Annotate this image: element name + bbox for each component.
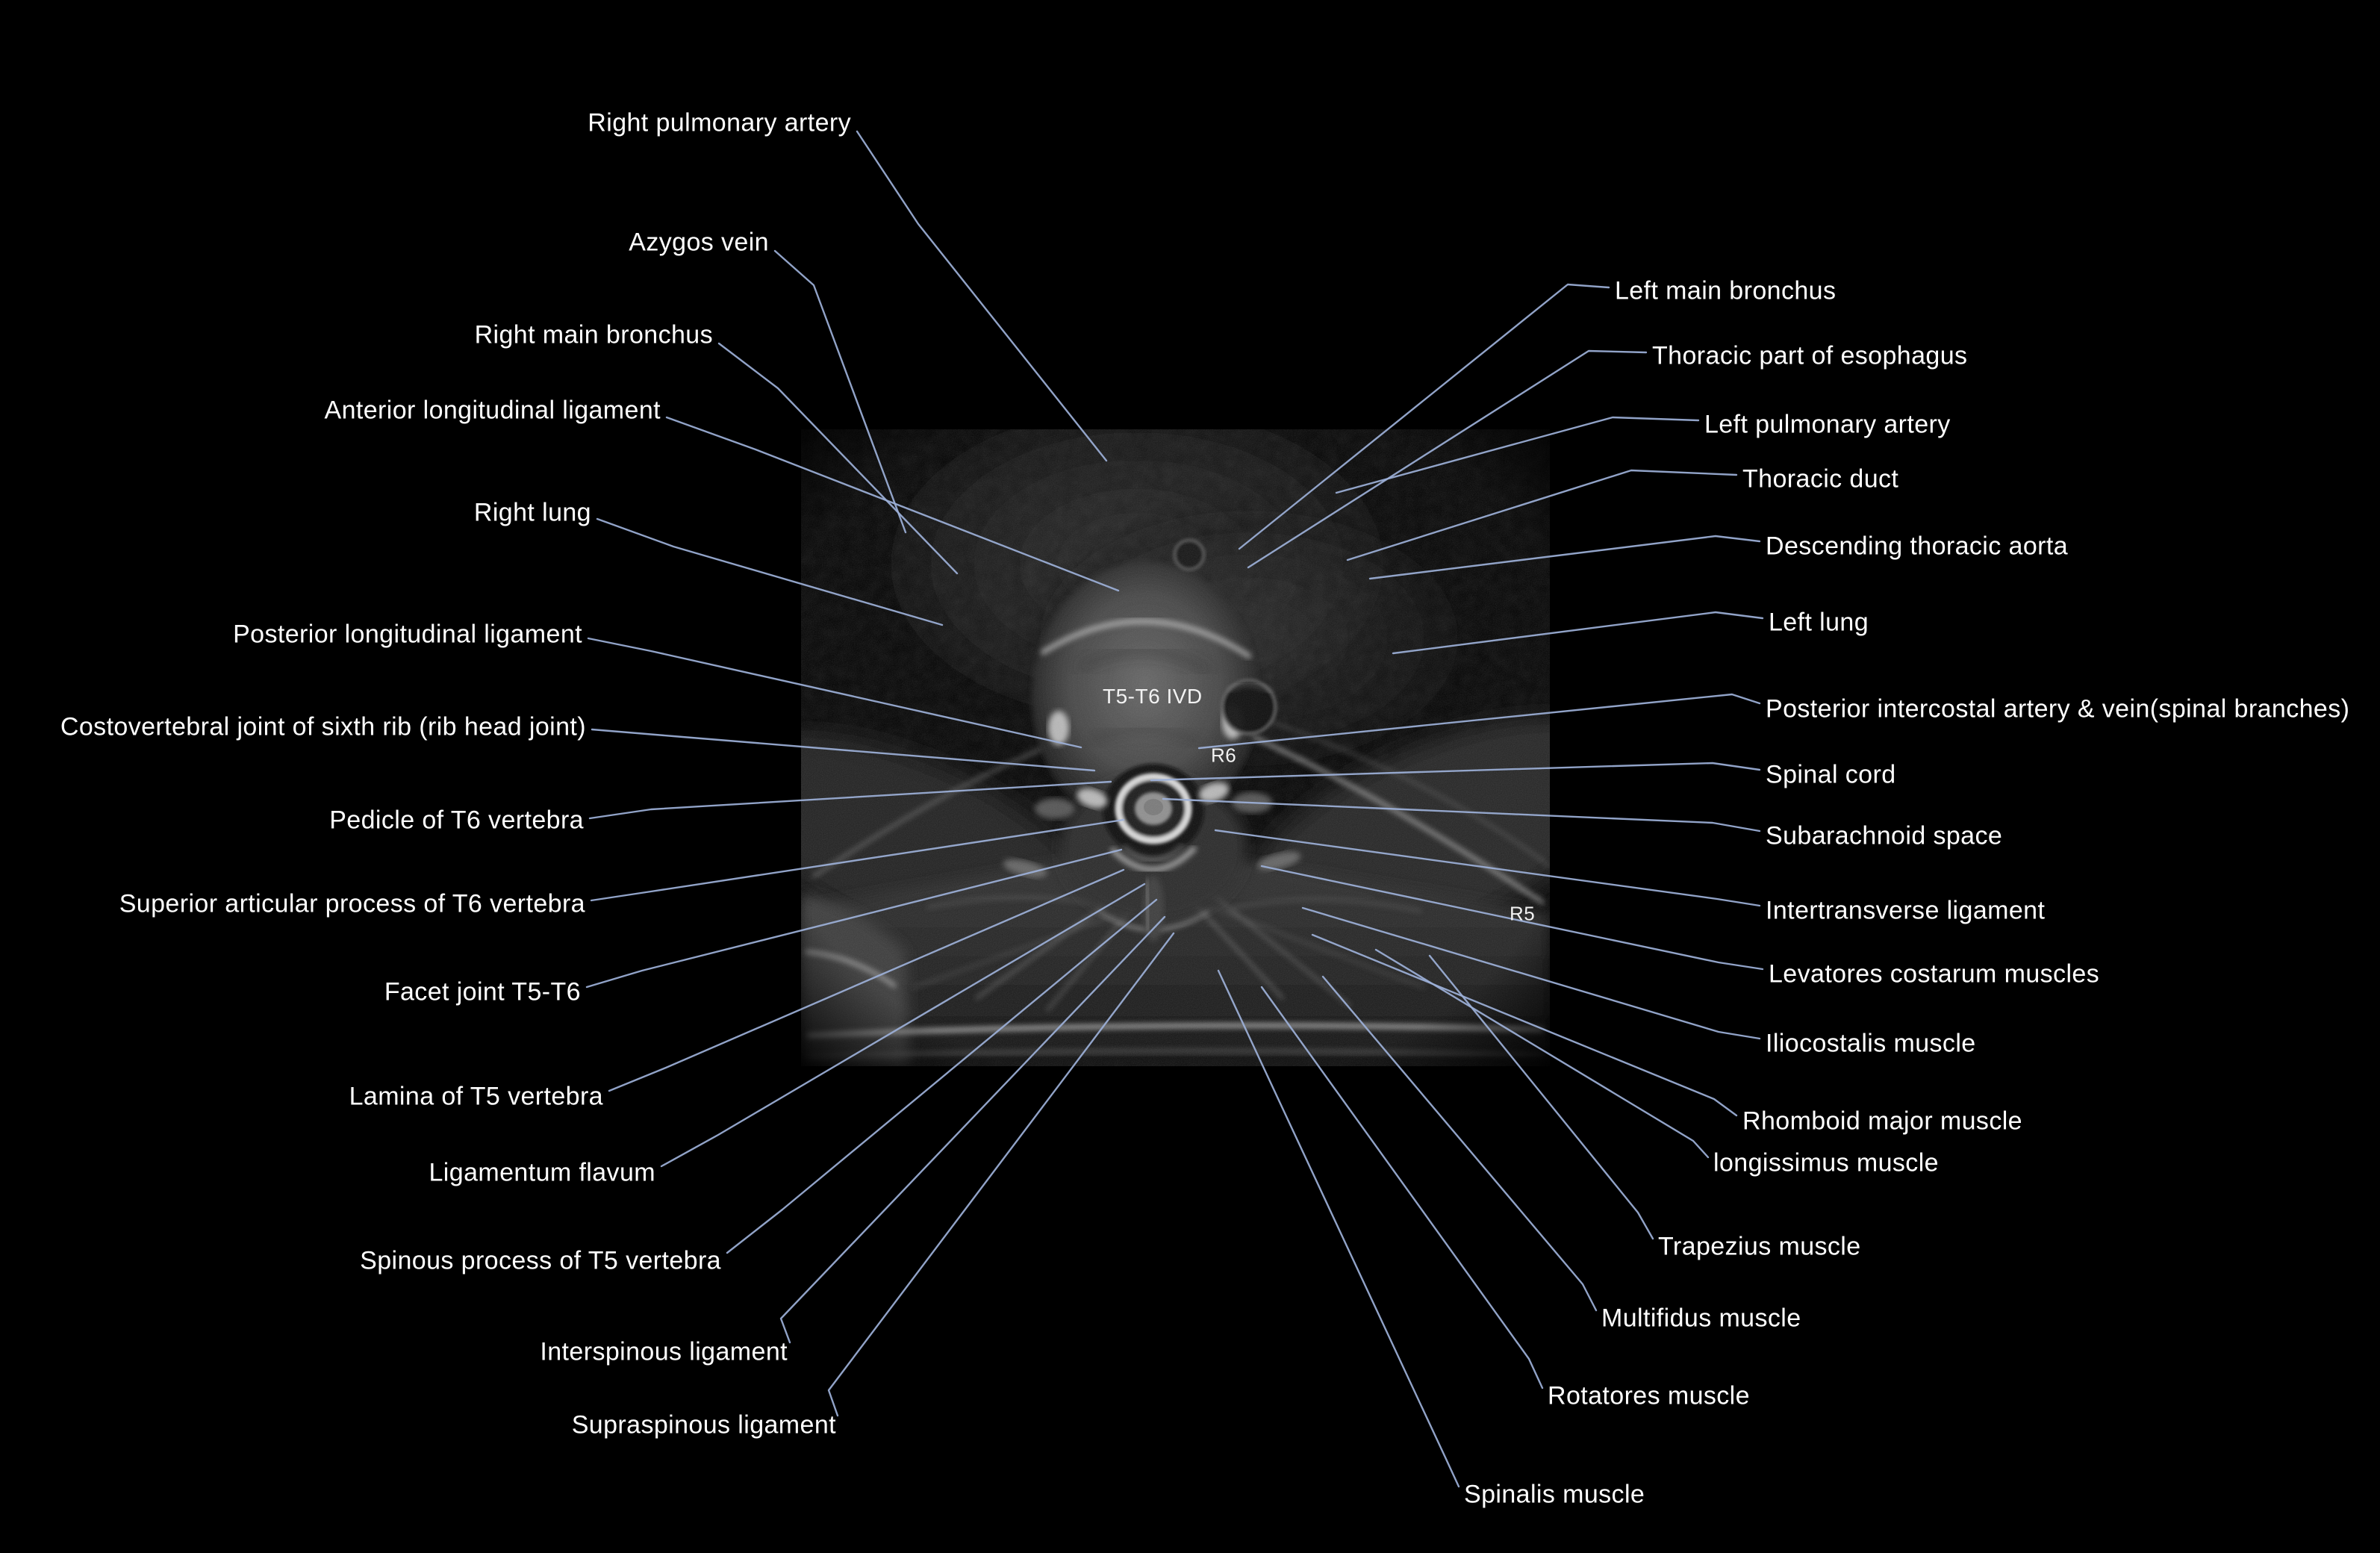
anatomy-label-iliocostalis-muscle: Iliocostalis muscle <box>1766 1029 1976 1058</box>
anatomy-label-intertransverse-ligament: Intertransverse ligament <box>1766 896 2046 925</box>
anatomy-label-rotatores-muscle: Rotatores muscle <box>1548 1381 1750 1410</box>
anatomy-label-left-main-bronchus: Left main bronchus <box>1615 276 1837 305</box>
anatomy-label-left-lung: Left lung <box>1769 608 1869 637</box>
anatomy-label-spinous-process-of-t5-vertebra: Spinous process of T5 vertebra <box>360 1246 721 1275</box>
anatomy-label-anterior-longitudinal-ligament: Anterior longitudinal ligament <box>324 396 661 425</box>
anatomy-label-superior-articular-process-t6: Superior articular process of T6 vertebr… <box>119 889 585 918</box>
anatomy-label-thoracic-part-of-esophagus: Thoracic part of esophagus <box>1652 341 1968 370</box>
anatomy-label-azygos-vein: Azygos vein <box>629 228 769 257</box>
anatomy-label-lamina-of-t5-vertebra: Lamina of T5 vertebra <box>349 1082 603 1111</box>
anatomy-label-right-main-bronchus: Right main bronchus <box>474 320 713 349</box>
anatomy-label-levatores-costarum-muscles: Levatores costarum muscles <box>1769 959 2100 989</box>
anatomy-label-ligamentum-flavum: Ligamentum flavum <box>429 1158 655 1187</box>
mri-overlay-label-rib-5: R5 <box>1510 902 1536 925</box>
anatomy-label-right-lung: Right lung <box>473 498 591 527</box>
anatomy-label-facet-joint-t5-t6: Facet joint T5-T6 <box>384 977 581 1006</box>
anatomy-label-posterior-longitudinal-ligament: Posterior longitudinal ligament <box>233 620 582 649</box>
anatomy-label-longissimus-muscle: longissimus muscle <box>1713 1148 1939 1177</box>
anatomy-label-spinal-cord: Spinal cord <box>1766 760 1896 789</box>
anatomy-label-posterior-intercostal-artery-vein: Posterior intercostal artery & vein(spin… <box>1766 694 2350 723</box>
anatomy-label-spinalis-muscle: Spinalis muscle <box>1464 1480 1645 1509</box>
anatomy-label-interspinous-ligament: Interspinous ligament <box>540 1337 788 1366</box>
anatomy-label-trapezius-muscle: Trapezius muscle <box>1658 1232 1861 1261</box>
anatomy-label-rhomboid-major-muscle: Rhomboid major muscle <box>1742 1107 2022 1136</box>
anatomy-label-right-pulmonary-artery: Right pulmonary artery <box>588 108 851 137</box>
anatomy-label-pedicle-of-t6-vertebra: Pedicle of T6 vertebra <box>329 806 584 835</box>
mri-overlay-label-rib-6: R6 <box>1211 744 1237 767</box>
anatomy-label-supraspinous-ligament: Supraspinous ligament <box>571 1410 836 1440</box>
anatomy-label-descending-thoracic-aorta: Descending thoracic aorta <box>1766 532 2069 561</box>
anatomy-label-costovertebral-joint-sixth-rib: Costovertebral joint of sixth rib (rib h… <box>60 712 586 741</box>
mri-overlay-label-ivd: T5-T6 IVD <box>1103 685 1203 708</box>
anatomy-label-left-pulmonary-artery: Left pulmonary artery <box>1704 410 1951 439</box>
anatomy-label-multifidus-muscle: Multifidus muscle <box>1601 1304 1801 1333</box>
anatomy-label-thoracic-duct: Thoracic duct <box>1742 464 1899 494</box>
anatomy-label-subarachnoid-space: Subarachnoid space <box>1766 821 2003 850</box>
